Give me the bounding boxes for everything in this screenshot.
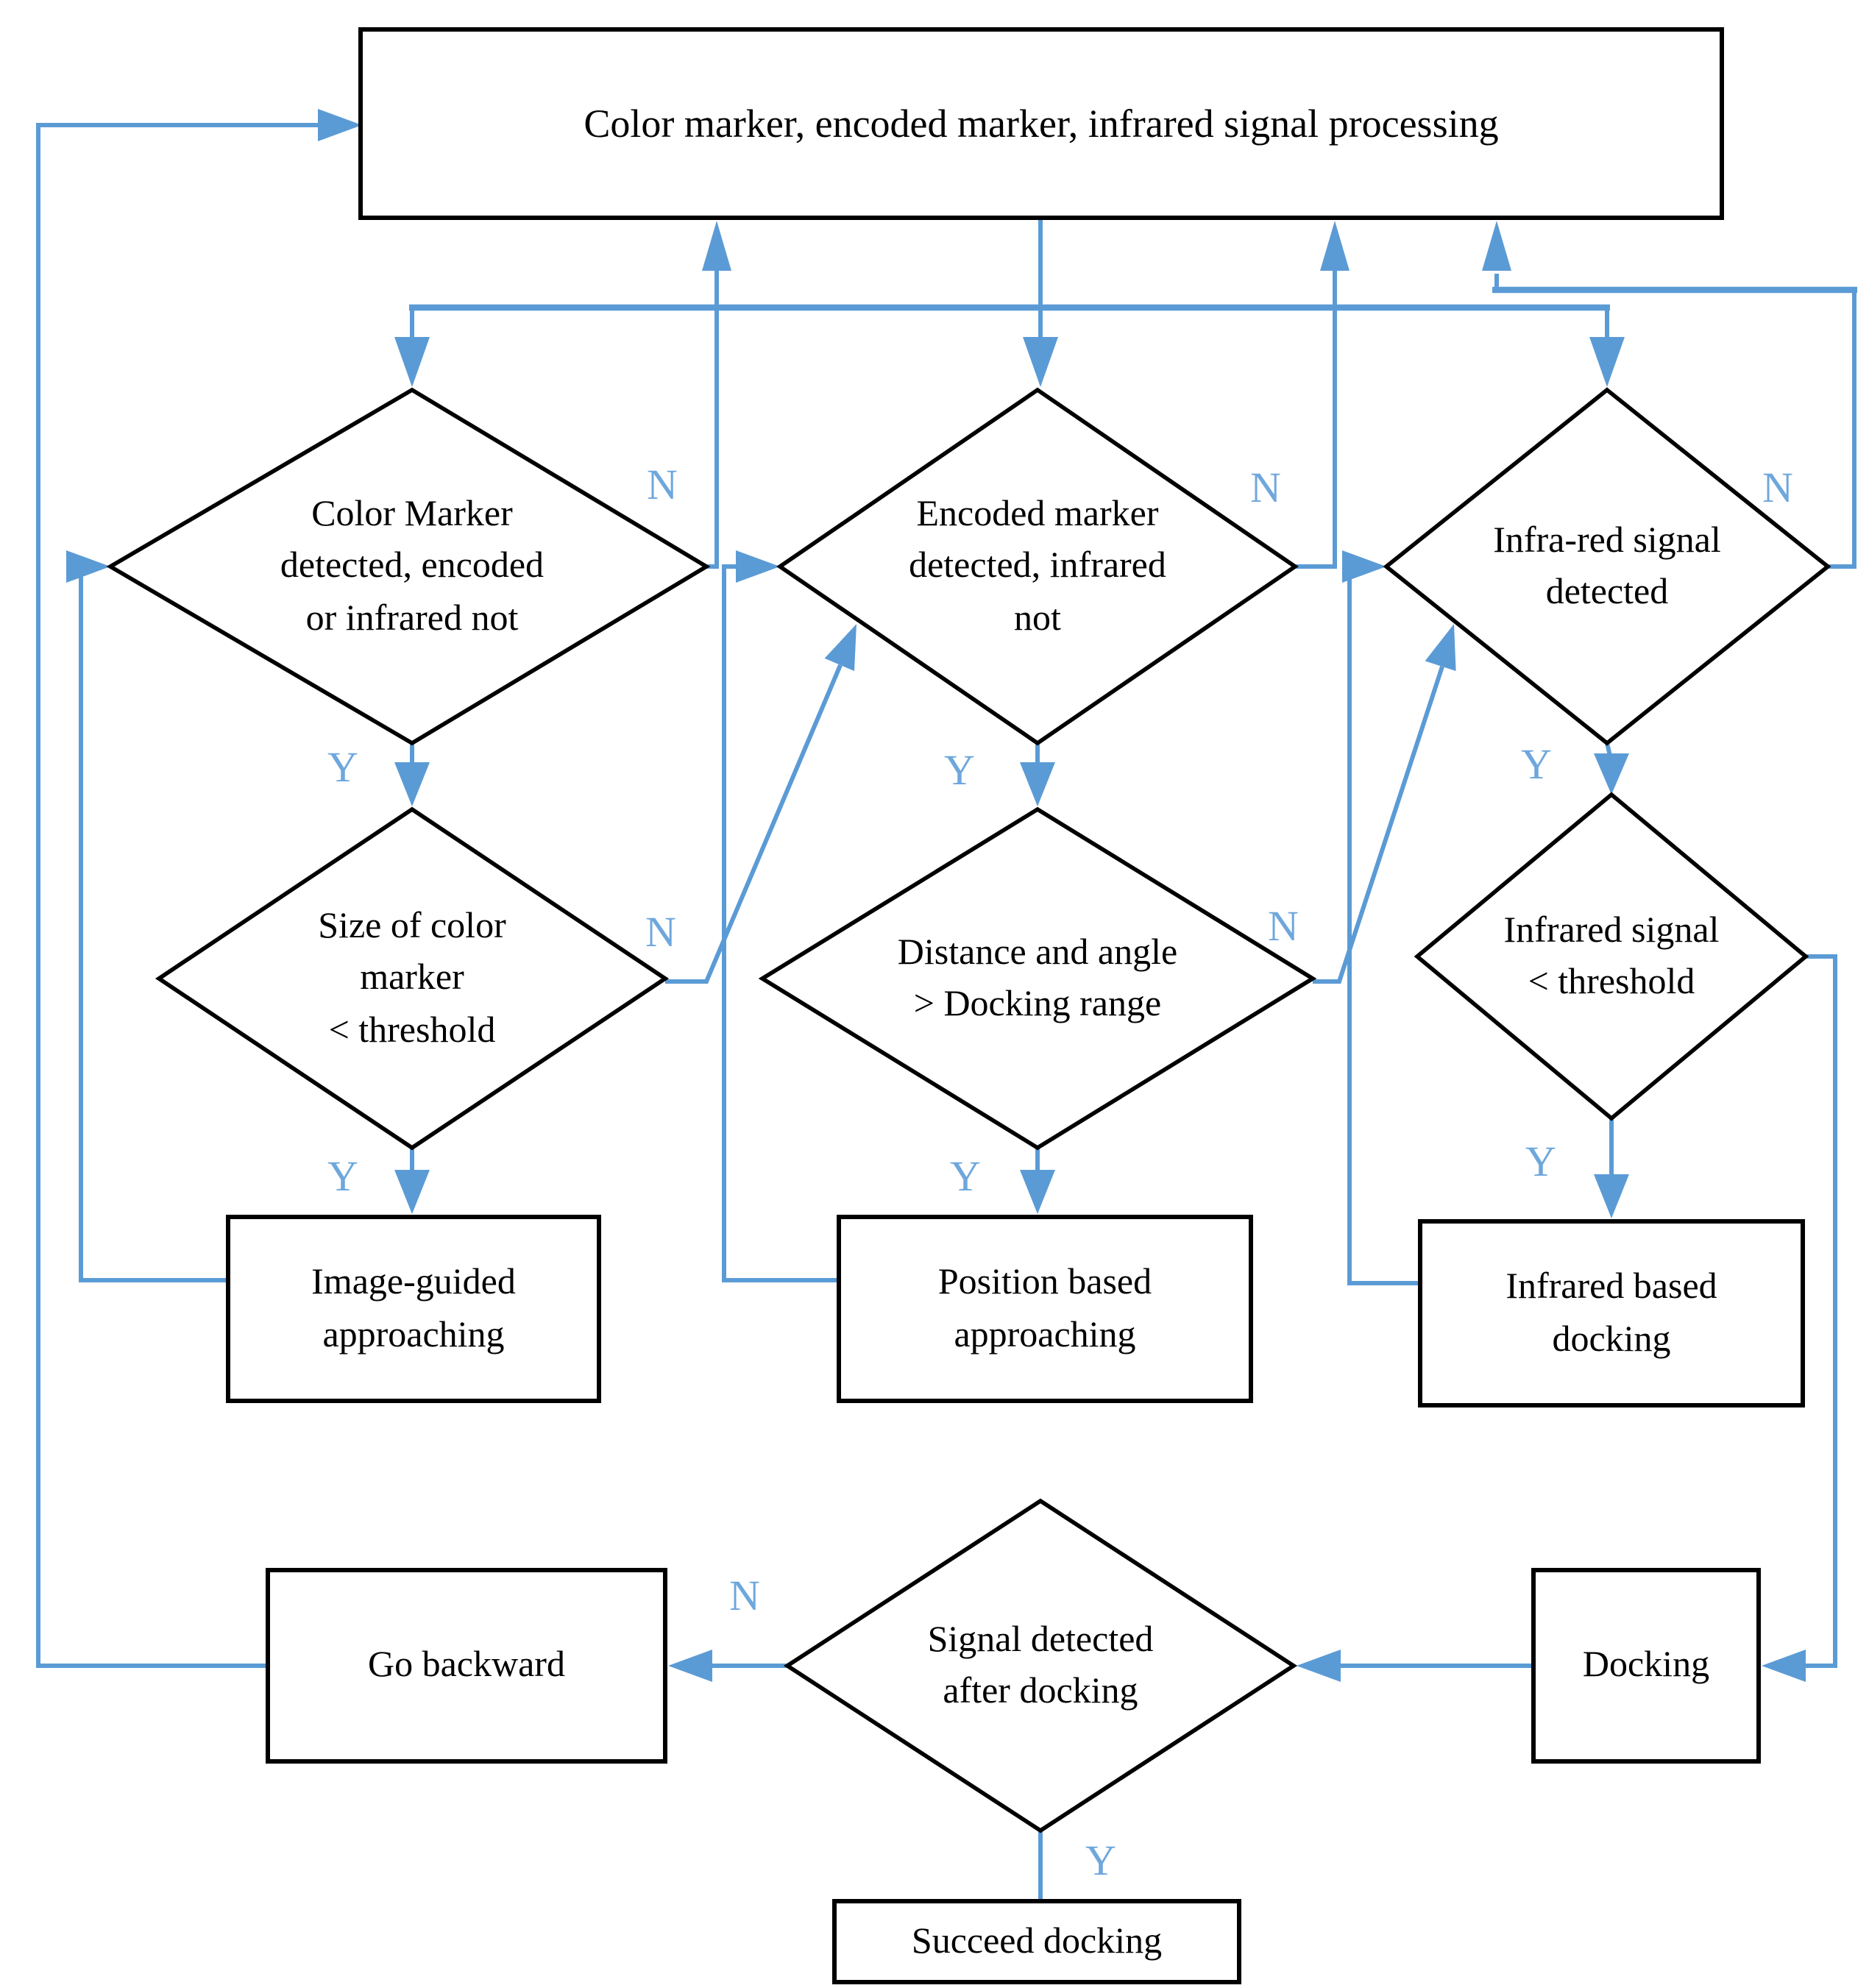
node-label-docking: Docking (1582, 1645, 1710, 1686)
edge-threshold-to-docking (1801, 954, 1837, 1668)
arrowhead-into-goback-right (668, 1650, 712, 1682)
arrowhead-into-image-box (394, 1170, 430, 1214)
arrowhead-into-d3-left (1342, 550, 1386, 583)
node-label-infrared-docking: Infrared based docking (1506, 1267, 1717, 1359)
arrowhead-into-d2-top (1023, 337, 1058, 387)
edge-irdock-loop (1347, 564, 1420, 1285)
branch-label-infrared-yes: Y (1521, 741, 1552, 788)
node-label-signal-after-docking: Signal detected after docking (927, 1619, 1154, 1711)
node-shape-infrared-docking (1418, 1219, 1805, 1407)
edge-encoded-marker-no (1295, 271, 1337, 569)
node-label-color-marker-detected: Color Marker detected, encoded or infrar… (280, 494, 545, 639)
branch-label-distance-yes: Y (950, 1153, 981, 1200)
node-label-size-of-color-marker: Size of color marker < threshold (318, 906, 506, 1051)
edge-color-marker-no (706, 271, 719, 569)
node-shape-encoded-marker-detected (776, 387, 1299, 746)
branch-label-distance-no: N (1268, 903, 1299, 950)
arrowhead-into-d1-left (66, 550, 110, 583)
node-shape-image-guided (226, 1215, 601, 1403)
node-shape-infrared-below-threshold (1414, 792, 1809, 1121)
node-shape-infrared-signal-detected (1383, 387, 1831, 746)
node-shape-color-marker-detected (106, 387, 711, 746)
edge-infrared-no (1828, 290, 1856, 569)
node-shapes (106, 27, 1831, 1984)
arrowhead-into-docking-right (1762, 1650, 1806, 1682)
branch-label-signal-yes: Y (1085, 1837, 1116, 1884)
node-shape-distance-and-angle (758, 806, 1317, 1151)
arrowhead-into-d2-left (736, 550, 780, 583)
node-label-go-backward: Go backward (368, 1645, 565, 1686)
branch-label-encoded-marker-no: N (1250, 464, 1281, 511)
arrowhead-into-signal-right (1297, 1650, 1341, 1682)
node-shape-succeed-docking (832, 1899, 1241, 1984)
arrowhead-infrared-no-up (1482, 221, 1511, 271)
arrowhead-into-process-left (318, 109, 362, 141)
branch-label-color-marker-no: N (647, 461, 678, 508)
edge-distance-no-diagonal (1313, 666, 1444, 984)
node-label-distance-and-angle: Distance and angle > Docking range (897, 932, 1178, 1024)
branch-label-size-no: N (645, 909, 676, 956)
node-shape-size-of-color-marker (155, 806, 670, 1151)
arrowhead-encoded-no-up (1320, 221, 1350, 271)
branch-label-color-marker-yes: Y (327, 744, 358, 791)
arrowhead-into-d1-top (394, 337, 430, 387)
node-shape-process (358, 27, 1724, 220)
arrowhead-into-threshold-top (1594, 753, 1629, 795)
node-label-image-guided: Image-guided approaching (311, 1263, 516, 1355)
node-label-infrared-below-threshold: Infrared signal < threshold (1503, 910, 1720, 1002)
arrowhead-size-no (824, 624, 857, 671)
edge-position-loop (722, 564, 839, 1282)
node-shape-signal-after-docking (783, 1498, 1298, 1833)
node-label-succeed-docking: Succeed docking (911, 1921, 1163, 1962)
arrowhead-into-position-box (1020, 1170, 1055, 1214)
arrowhead-color-no-up (702, 221, 731, 271)
branch-label-signal-no: N (729, 1572, 760, 1619)
branch-label-infrared-no: N (1762, 464, 1793, 511)
arrowhead-distance-no (1425, 624, 1456, 671)
node-label-infrared-signal-detected: Infra-red signal detected (1493, 520, 1721, 612)
node-shape-position-based (837, 1215, 1253, 1403)
arrowhead-into-d3-top (1589, 337, 1625, 387)
node-shape-go-backward (266, 1568, 667, 1764)
branch-label-encoded-marker-yes: Y (944, 747, 975, 794)
node-shape-docking (1531, 1568, 1761, 1764)
arrowhead-into-distance-top (1020, 762, 1055, 806)
node-label-process: Color marker, encoded marker, infrared s… (584, 101, 1499, 146)
edge-image-loop (71, 564, 228, 1282)
branch-label-threshold-yes: Y (1525, 1138, 1556, 1185)
arrowhead-into-irdock-box (1594, 1174, 1629, 1218)
arrowhead-into-size-top (394, 762, 430, 806)
edge-goback-to-process (36, 123, 321, 1668)
branch-label-size-yes: Y (327, 1153, 358, 1200)
edge-size-no-diagonal (665, 664, 843, 984)
node-label-position-based: Position based approaching (937, 1263, 1152, 1355)
node-label-encoded-marker-detected: Encoded marker detected, infrared not (909, 494, 1166, 639)
connectors (36, 109, 1857, 1903)
